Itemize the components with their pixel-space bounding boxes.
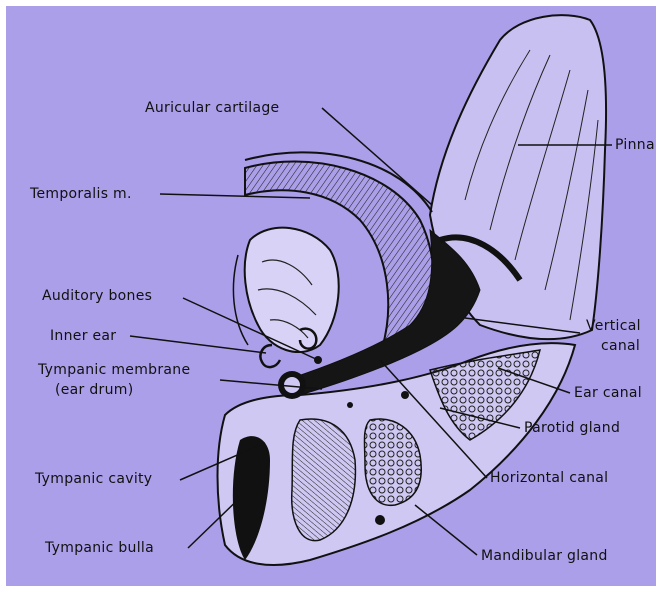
label-vertical-canal-line1: Vertical bbox=[586, 318, 641, 334]
label-horizontal-canal: Horizontal canal bbox=[490, 470, 608, 486]
label-pinna: Pinna bbox=[615, 137, 655, 153]
label-mandibular-gland: Mandibular gland bbox=[481, 548, 608, 564]
label-parotid-gland: Parotid gland bbox=[524, 420, 620, 436]
label-tympanic-bulla: Tympanic bulla bbox=[45, 540, 154, 556]
label-temporalis: Temporalis m. bbox=[30, 186, 132, 202]
label-vertical-canal-line2: canal bbox=[601, 338, 640, 354]
label-ear-drum: (ear drum) bbox=[55, 382, 133, 398]
leader-mandibular-gland bbox=[415, 505, 477, 555]
label-auditory-bones: Auditory bones bbox=[42, 288, 152, 304]
label-auricular-cartilage: Auricular cartilage bbox=[145, 100, 279, 116]
brain-shape bbox=[233, 228, 338, 352]
leader-temporalis bbox=[160, 194, 310, 198]
leader-inner-ear bbox=[130, 336, 266, 353]
label-tympanic-cavity: Tympanic cavity bbox=[35, 471, 152, 487]
label-ear-canal: Ear canal bbox=[574, 385, 642, 401]
label-inner-ear: Inner ear bbox=[50, 328, 116, 344]
label-tympanic-membrane: Tympanic membrane bbox=[38, 362, 190, 378]
